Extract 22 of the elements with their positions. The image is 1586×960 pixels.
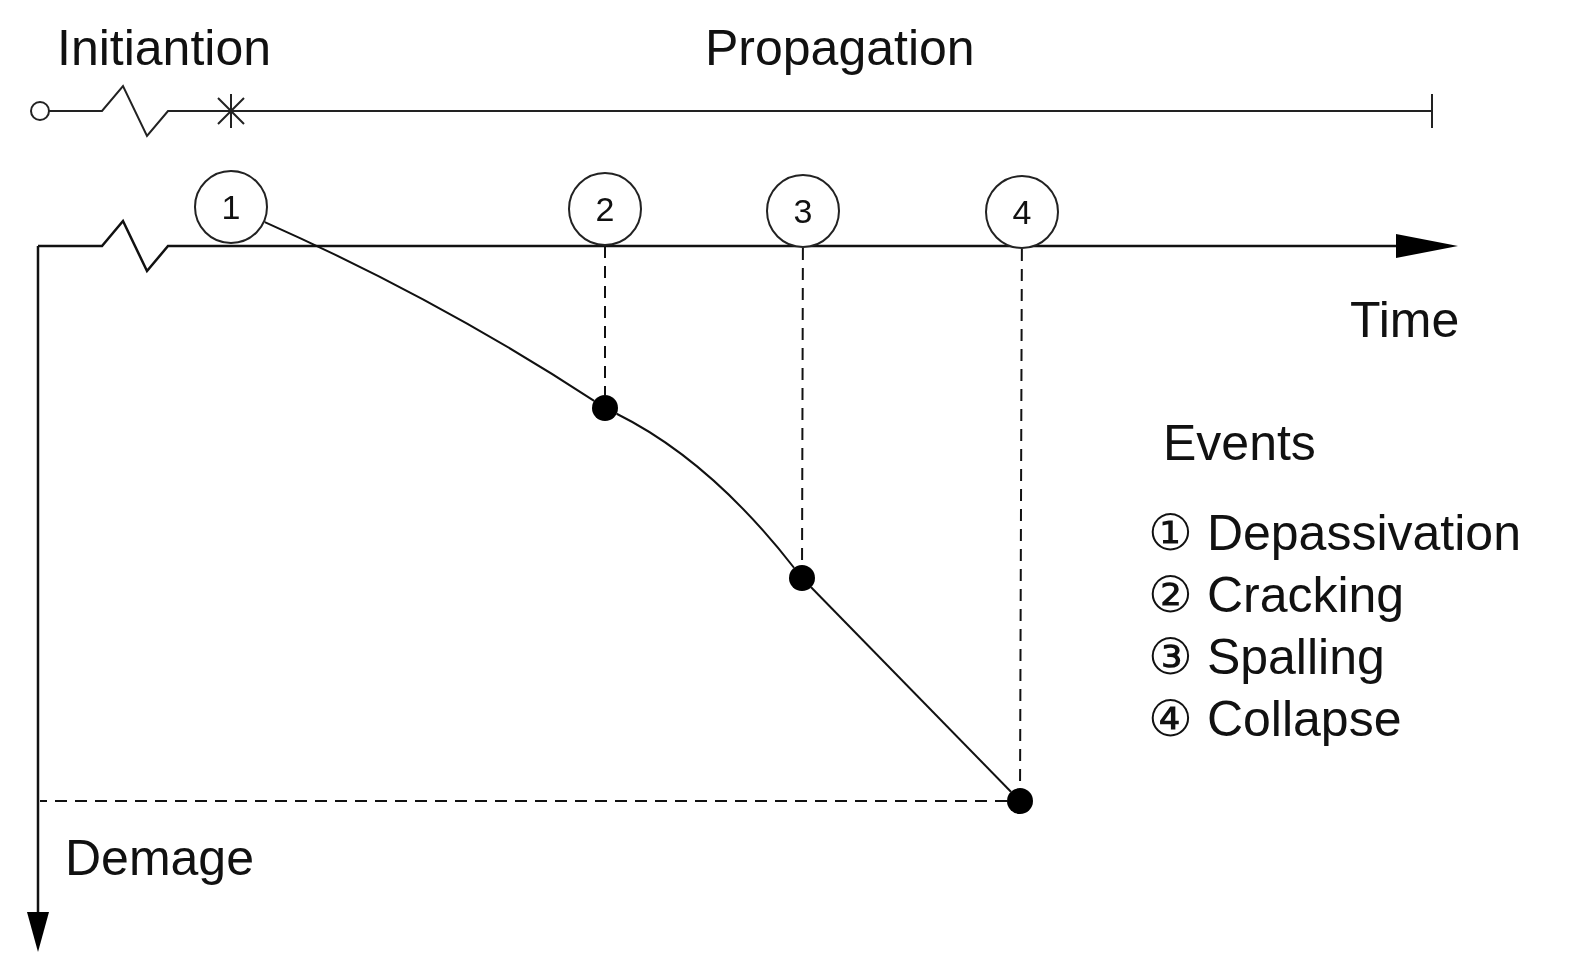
- phase-label: Initiantion: [57, 23, 272, 73]
- dashed-line: [39, 800, 1008, 802]
- legend-entry: ② Cracking: [1148, 570, 1405, 620]
- axis-label: Demage: [65, 833, 254, 883]
- axis-label: Time: [1350, 295, 1460, 345]
- data-point: [592, 395, 618, 421]
- dashed-line: [604, 245, 606, 396]
- legend-heading: Events: [1163, 418, 1316, 468]
- damage-curve: [615, 412, 795, 569]
- legend-entry: ① Depassivation: [1148, 508, 1521, 558]
- phase-label: Propagation: [705, 23, 975, 73]
- event-number-circle: 3: [766, 174, 840, 248]
- data-point: [1007, 788, 1033, 814]
- data-point: [789, 565, 815, 591]
- event-number-circle: 2: [568, 172, 642, 246]
- legend-entry: ③ Spalling: [1148, 632, 1385, 682]
- damage-curve: [263, 221, 596, 402]
- damage-curve: [810, 586, 1012, 793]
- event-number-circle: 1: [194, 170, 268, 244]
- damage-axis: [27, 246, 49, 952]
- event-number-circle: 4: [985, 175, 1059, 249]
- legend-entry: ④ Collapse: [1148, 694, 1402, 744]
